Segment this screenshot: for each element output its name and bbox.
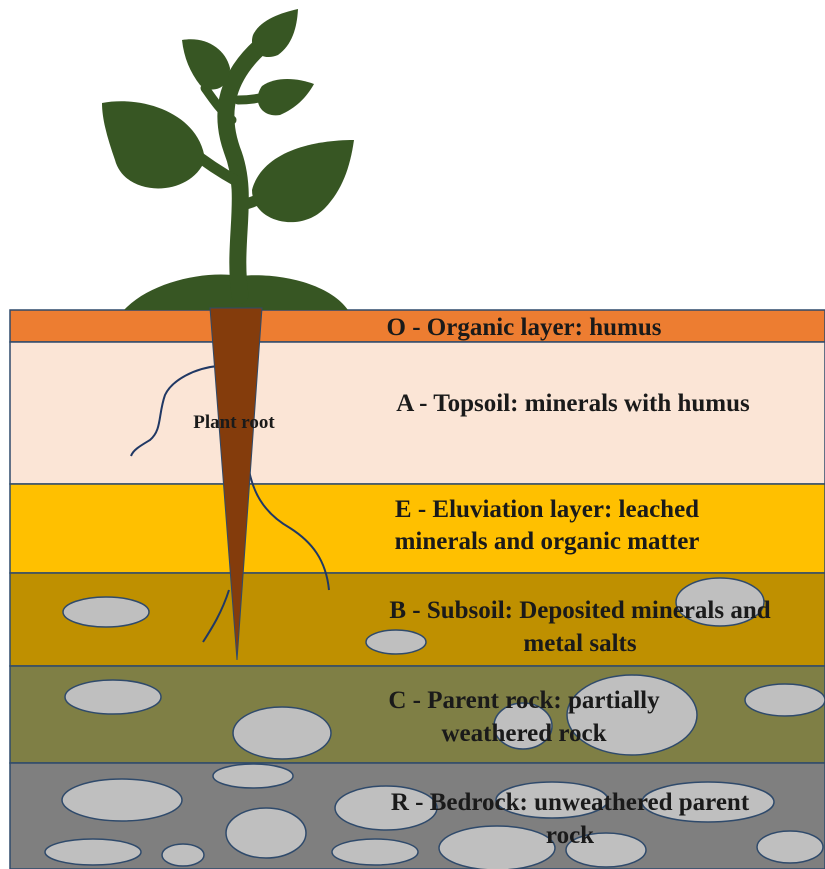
rock [62, 779, 182, 821]
layer-o-label: O - Organic layer: humus [387, 314, 662, 341]
layer-b-label-line1: B - Subsoil: Deposited minerals and [389, 597, 770, 624]
rock [366, 630, 426, 654]
rock [332, 839, 418, 865]
layer-c-label-line2: weathered rock [441, 720, 606, 747]
layer-c-label-line1: C - Parent rock: partially [388, 687, 660, 714]
rock [757, 831, 823, 863]
rock [45, 839, 141, 865]
layer-c-band [10, 666, 825, 763]
rock [162, 844, 204, 866]
layer-e-label-line2: minerals and organic matter [395, 528, 700, 555]
rock [439, 826, 555, 869]
plant-stem [226, 45, 262, 295]
rock [213, 764, 293, 788]
plant-leaf [182, 39, 230, 89]
rock [745, 684, 825, 716]
layer-r-label-line2: rock [546, 822, 594, 849]
plant-icon [102, 9, 354, 310]
rock [226, 808, 306, 858]
layer-a-label: A - Topsoil: minerals with humus [396, 390, 750, 417]
layer-r-label-line1: R - Bedrock: unweathered parent [391, 789, 750, 816]
rock [233, 707, 331, 759]
plant-leaf [258, 79, 314, 115]
rock [63, 597, 149, 627]
layer-b-label-line2: metal salts [523, 630, 636, 657]
rock [65, 680, 161, 714]
layer-e-label-line1: E - Eluviation layer: leached [395, 496, 699, 523]
plant-leaf [102, 101, 205, 188]
plant-leaf [252, 9, 298, 57]
plant-leaf [252, 140, 354, 222]
root-label: Plant root [193, 412, 275, 433]
